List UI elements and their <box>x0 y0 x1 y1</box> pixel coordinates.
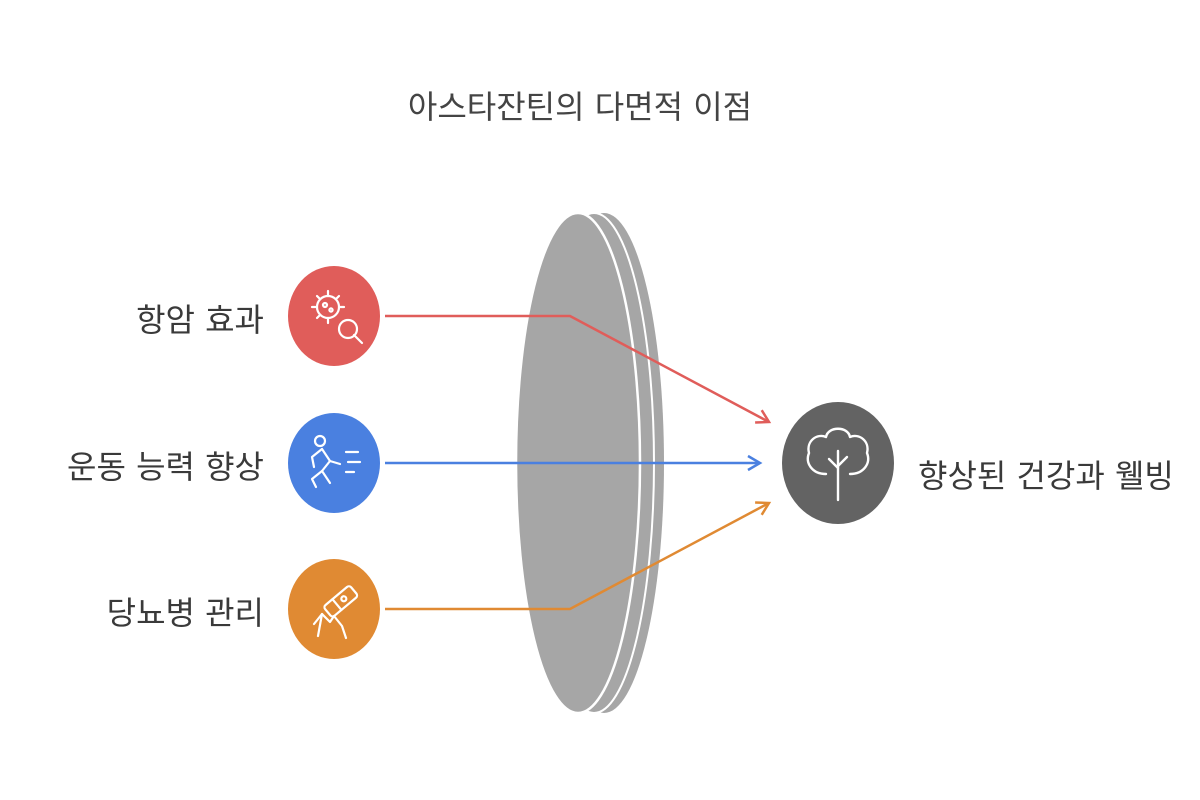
connector-anticancer <box>385 314 772 424</box>
benefit-circle <box>288 559 380 659</box>
benefit-label-diabetes: 당뇨병 관리 <box>106 594 264 632</box>
glucose-test-icon <box>312 585 359 640</box>
diagram-title: 아스타잔틴의 다면적 이점 <box>407 88 753 126</box>
outcome-node <box>782 402 894 524</box>
benefit-label-exercise: 운동 능력 향상 <box>67 448 264 486</box>
benefit-node-anticancer <box>288 266 380 366</box>
outcome-label: 향상된 건강과 웰빙 <box>918 457 1174 495</box>
virus-magnifier-icon <box>310 289 364 345</box>
connector-diabetes <box>385 501 772 611</box>
running-person-icon <box>310 434 362 489</box>
benefit-node-diabetes <box>288 559 380 659</box>
benefit-label-anticancer: 항암 효과 <box>136 301 264 339</box>
tree-icon <box>806 427 870 502</box>
benefit-node-exercise <box>288 413 380 513</box>
